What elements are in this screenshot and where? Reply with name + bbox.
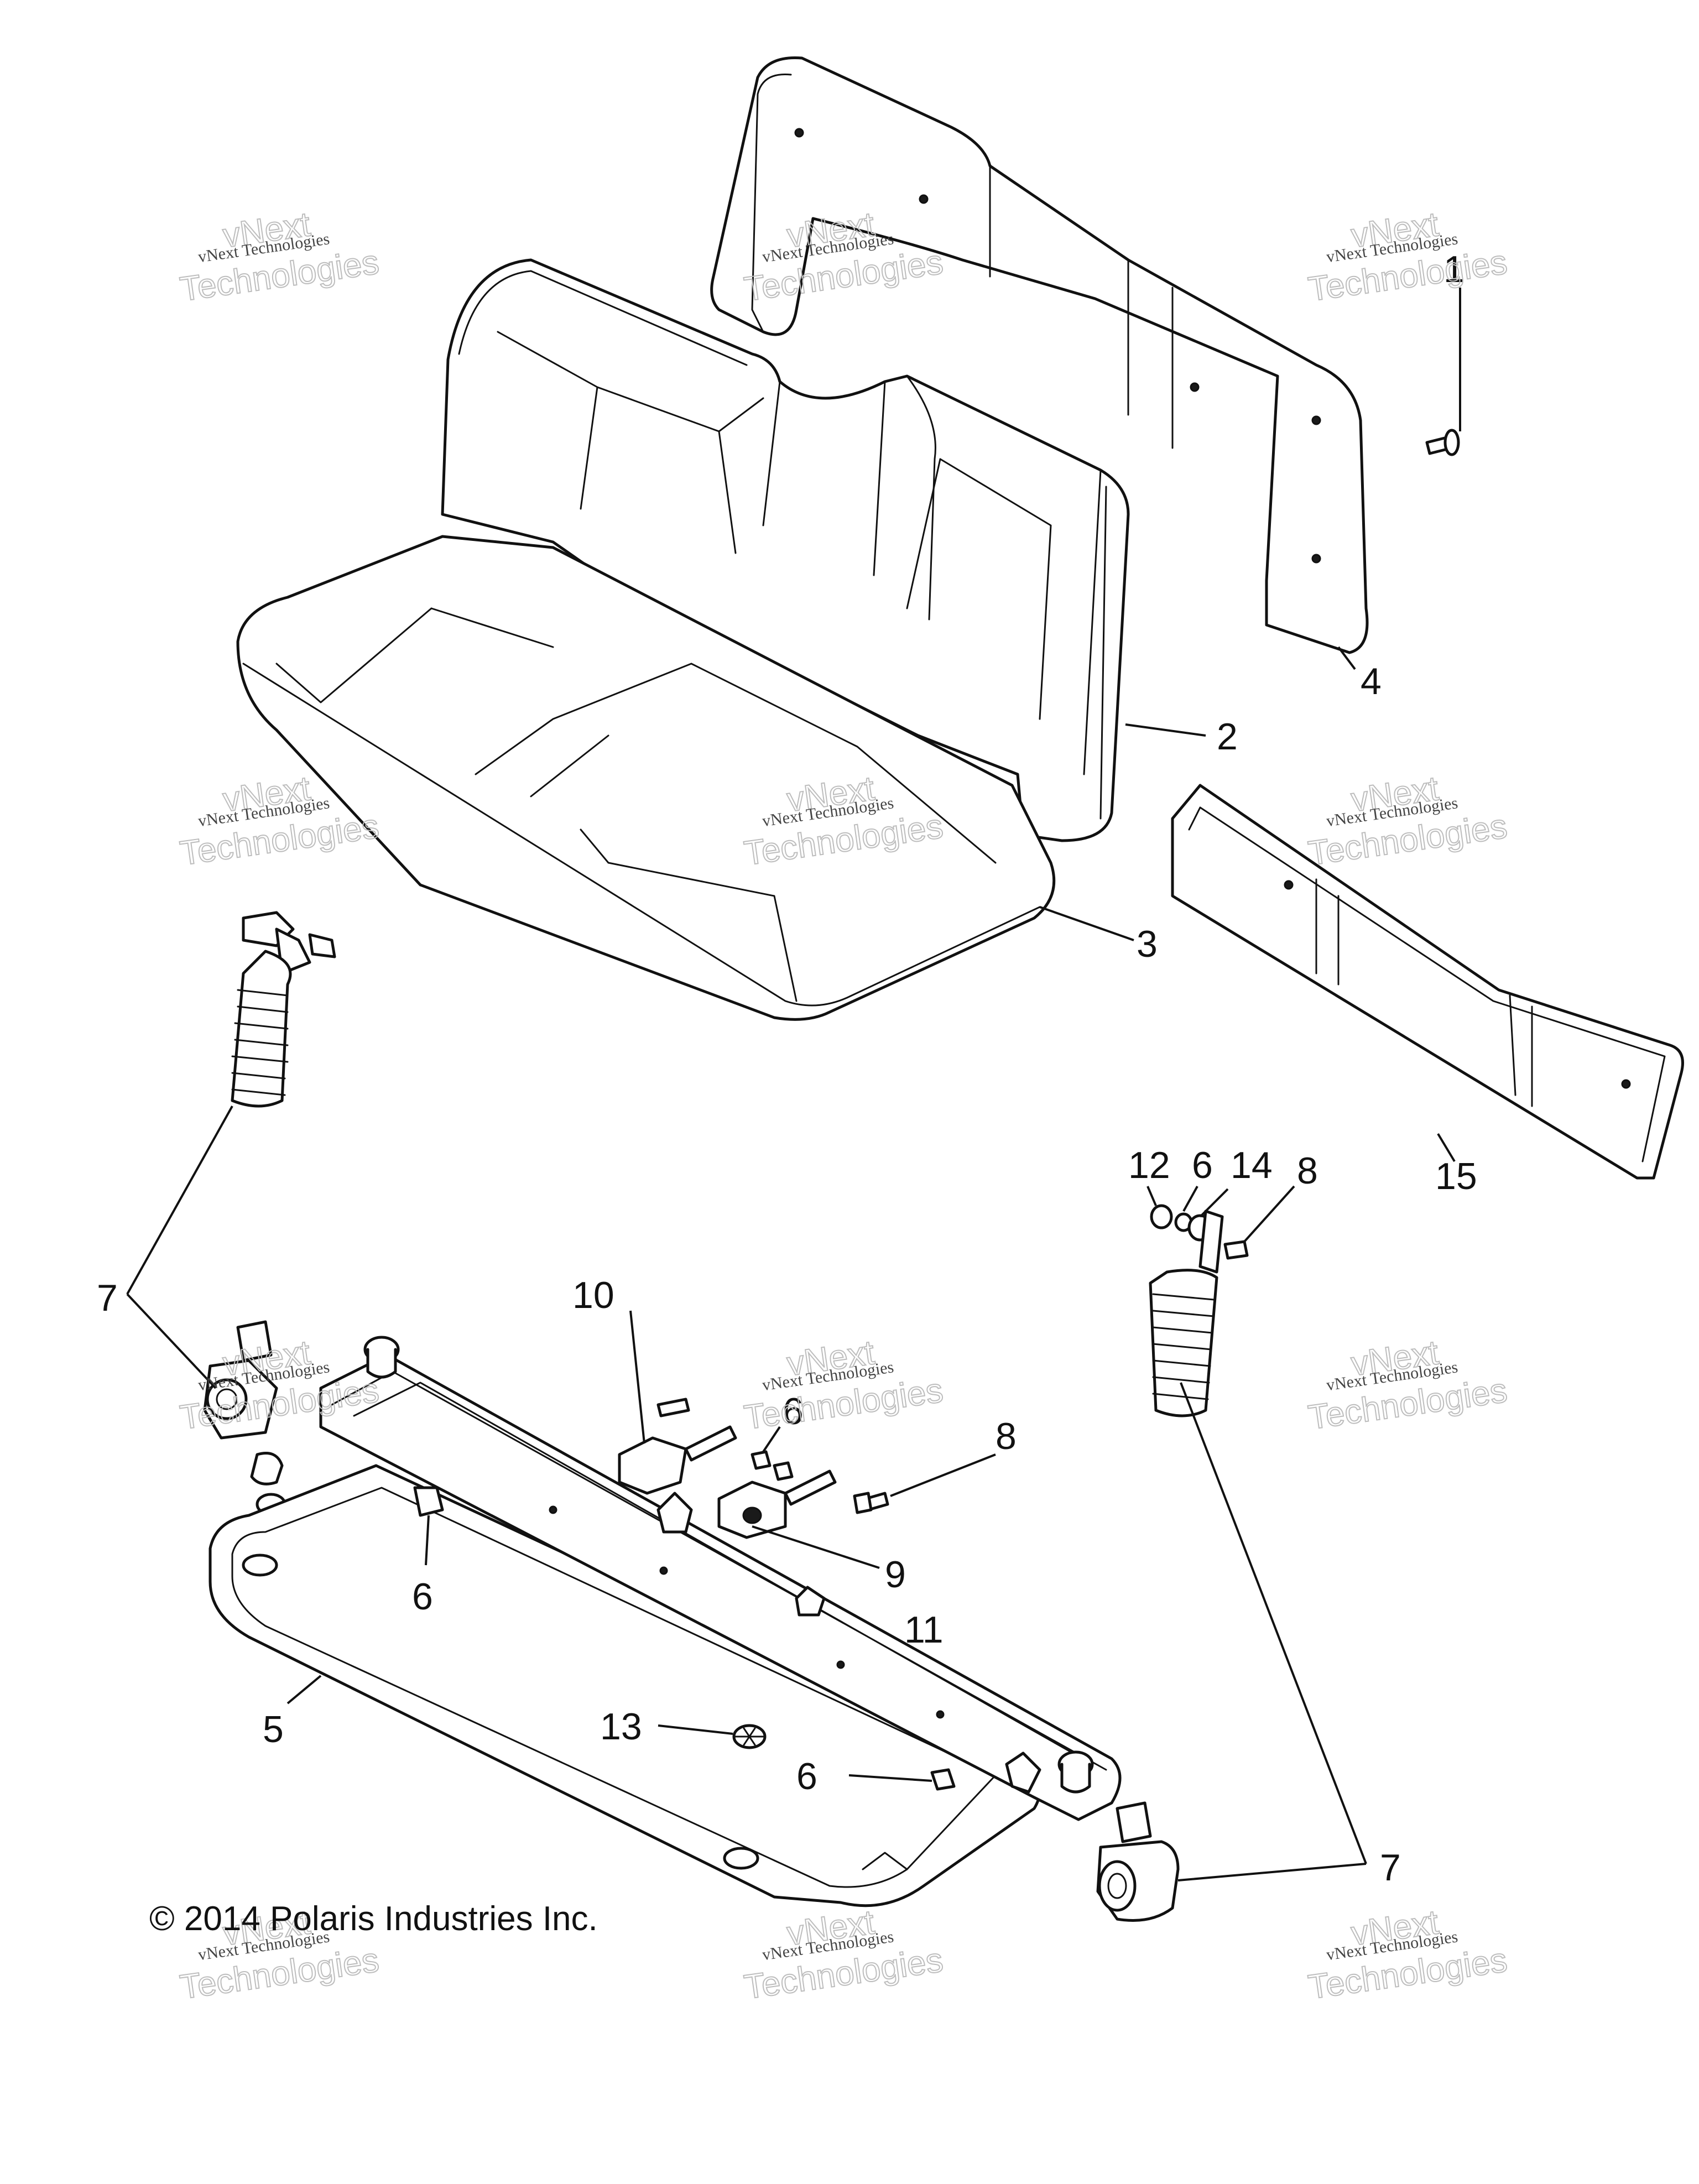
part-10-buckle: [618, 1398, 737, 1495]
callout-15: 15: [1435, 1155, 1477, 1197]
part-1-screw: [1425, 429, 1460, 456]
part-5-seat-frame: [209, 1464, 1041, 1907]
seat-crossbar: [319, 1336, 1122, 1821]
part-9-buckle: [717, 1469, 837, 1539]
watermark-4: vNext vNext Technologies Technologies: [177, 769, 382, 873]
part-13-grommet: [732, 1724, 767, 1749]
callout-13: 13: [600, 1706, 642, 1748]
part-6-nut-frame: [413, 1486, 444, 1517]
callout-6: 6: [796, 1755, 817, 1797]
callout-6: 6: [412, 1576, 433, 1618]
callout-6: 6: [783, 1390, 804, 1432]
leader-lines: [126, 288, 1461, 1881]
part-3-seat-cushion: [236, 535, 1056, 1021]
part-6-nuts-buckle: [751, 1450, 794, 1481]
callout-10: 10: [572, 1274, 614, 1316]
callout-2: 2: [1217, 716, 1238, 758]
callout-11: 11: [904, 1609, 944, 1651]
watermark-12: vNext vNext Technologies Technologies: [1305, 1902, 1510, 2007]
copyright-notice: © 2014 Polaris Industries Inc.: [149, 1900, 598, 1938]
part-8-bolt: [853, 1492, 889, 1514]
right-latch-spring: [1149, 1204, 1249, 1417]
watermark-8: vNext vNext Technologies Technologies: [741, 1333, 946, 1437]
callout-1: 1: [1443, 248, 1465, 290]
callout-14: 14: [1231, 1144, 1273, 1186]
callout-8: 8: [996, 1415, 1017, 1457]
part-6-nut-lower: [930, 1768, 956, 1791]
part-7-latch-right: [1096, 1801, 1180, 1922]
callout-7: 7: [97, 1277, 118, 1319]
part-7-latch-left: [203, 1320, 286, 1516]
watermark-3: vNext vNext Technologies Technologies: [1305, 205, 1510, 309]
callout-6: 6: [1192, 1144, 1213, 1186]
part-15-seat-base-panel: [1171, 784, 1684, 1180]
callout-8: 8: [1297, 1150, 1318, 1192]
left-latch-spring: [231, 911, 336, 1108]
watermark-6: vNext vNext Technologies Technologies: [1305, 769, 1510, 873]
part-4-seat-back-shell: [710, 56, 1369, 654]
watermark-1: vNext vNext Technologies Technologies: [177, 205, 382, 309]
callout-5: 5: [263, 1708, 284, 1750]
callout-7: 7: [1380, 1847, 1401, 1889]
callout-9: 9: [885, 1554, 906, 1596]
callout-3: 3: [1137, 923, 1158, 965]
callout-labels: 4 2 3 15 12 6 14 8 7 10 6 8 9 11 6 5 13 …: [97, 248, 1477, 1889]
callout-4: 4: [1361, 660, 1382, 702]
part-2-seat-backrest: [441, 258, 1130, 842]
callout-12: 12: [1128, 1144, 1170, 1186]
watermark-9: vNext vNext Technologies Technologies: [1305, 1333, 1510, 1437]
watermark-11: vNext vNext Technologies Technologies: [741, 1902, 946, 2007]
